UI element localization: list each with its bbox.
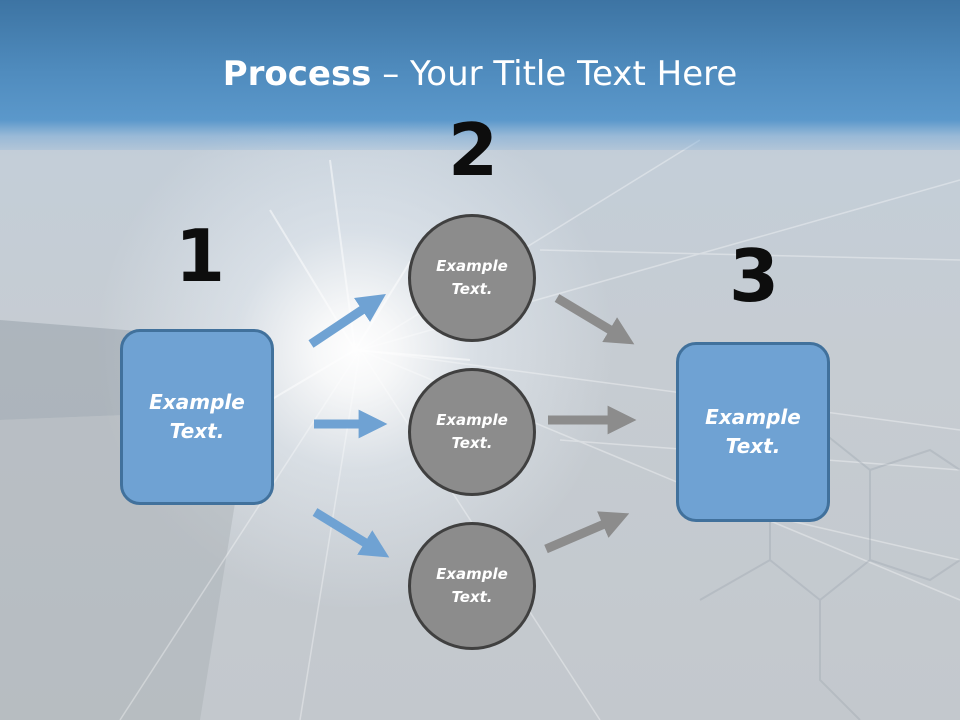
process-circle-1[interactable]: Example Text. <box>408 214 536 342</box>
arrow-box-to-circle-3 <box>312 508 390 558</box>
slide-title: Process – Your Title Text Here <box>0 52 960 96</box>
step-number-2: 2 <box>447 108 499 192</box>
step-number-1: 1 <box>174 214 226 298</box>
arrow-circle-3-to-box <box>544 511 630 554</box>
right-process-box[interactable]: Example Text. <box>676 342 830 522</box>
title-rest-part: – Your Title Text Here <box>371 54 738 94</box>
header-band <box>0 0 960 150</box>
process-circle-2[interactable]: Example Text. <box>408 368 536 496</box>
arrow-box-to-circle-1 <box>308 294 386 348</box>
process-circle-3[interactable]: Example Text. <box>408 522 536 650</box>
step-number-3: 3 <box>728 234 780 318</box>
title-bold-part: Process <box>222 54 372 94</box>
arrow-circle-1-to-box <box>554 294 635 345</box>
left-process-box[interactable]: Example Text. <box>120 329 274 505</box>
